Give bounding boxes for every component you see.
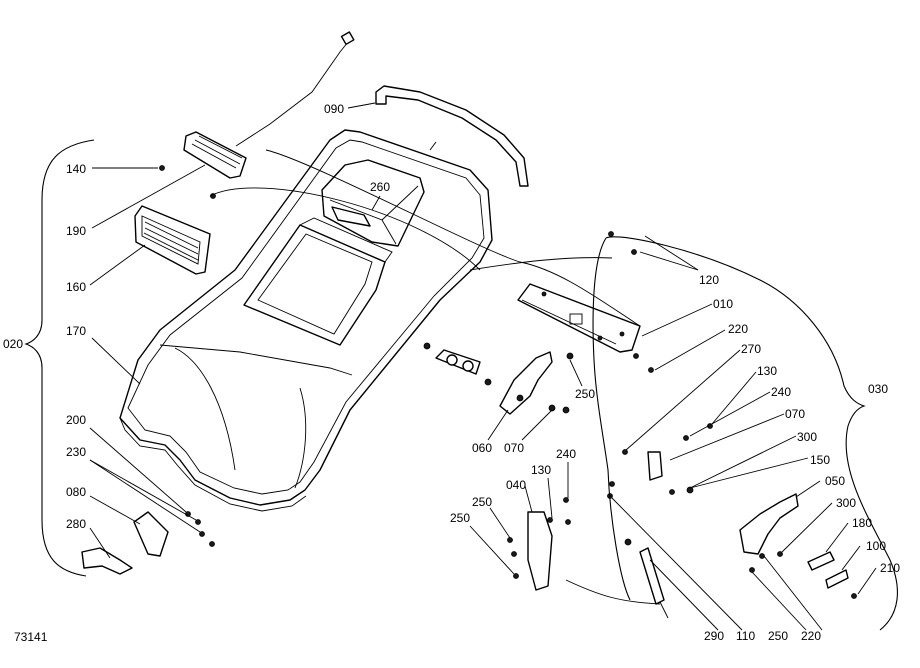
leader-lines — [89, 102, 877, 631]
callout-070b: 070 — [504, 441, 524, 455]
callout-140: 140 — [66, 162, 86, 176]
callout-280: 280 — [66, 517, 86, 531]
drawing-number: 73141 — [14, 630, 48, 644]
callout-110: 110 — [736, 629, 755, 643]
callout-090: 090 — [324, 102, 344, 116]
callout-300a: 300 — [797, 430, 817, 444]
callout-240a: 240 — [771, 385, 791, 399]
callout-labels: 090 140 190 160 260 120 010 220 270 130 … — [3, 102, 900, 644]
callout-080: 080 — [66, 485, 86, 499]
brace-030 — [592, 236, 898, 631]
callout-250c: 250 — [450, 511, 470, 525]
gas-strut-290 — [624, 538, 669, 619]
callout-050: 050 — [825, 474, 845, 488]
callout-220b: 220 — [801, 629, 821, 643]
brace-020 — [24, 139, 95, 577]
callout-100: 100 — [866, 539, 886, 553]
headlight-190 — [159, 31, 355, 199]
callout-260: 260 — [370, 180, 390, 194]
callout-250d: 250 — [768, 629, 788, 643]
callout-250b: 250 — [472, 495, 492, 509]
callout-210: 210 — [880, 561, 900, 575]
trim-strip-090 — [375, 85, 529, 187]
callout-220a: 220 — [728, 322, 748, 336]
center-stand-040 — [507, 497, 571, 591]
callout-020: 020 — [3, 337, 23, 351]
center-hinge-060 — [423, 342, 574, 415]
callout-240b: 240 — [556, 447, 576, 461]
callout-200: 200 — [66, 413, 86, 427]
callout-150: 150 — [810, 453, 830, 467]
callout-010: 010 — [713, 297, 733, 311]
callout-130a: 130 — [757, 364, 777, 378]
callout-060: 060 — [472, 441, 492, 455]
callout-040: 040 — [506, 478, 526, 492]
callout-300b: 300 — [836, 496, 856, 510]
callout-230: 230 — [66, 445, 86, 459]
callout-070a: 070 — [785, 407, 805, 421]
callout-030: 030 — [868, 382, 888, 396]
right-hinge-050 — [607, 423, 857, 599]
callout-130b: 130 — [531, 463, 551, 477]
callout-180: 180 — [852, 516, 872, 530]
rear-bracket-010 — [517, 231, 654, 373]
grille-160 — [134, 205, 211, 275]
callout-170: 170 — [66, 324, 86, 338]
callout-270: 270 — [741, 342, 761, 356]
front-latch-080 — [81, 511, 215, 575]
callout-290: 290 — [704, 629, 724, 643]
callout-120: 120 — [699, 273, 719, 287]
callout-190: 190 — [66, 224, 86, 238]
callout-250a: 250 — [575, 387, 595, 401]
callout-160: 160 — [66, 280, 86, 294]
hood-170 — [119, 129, 493, 512]
